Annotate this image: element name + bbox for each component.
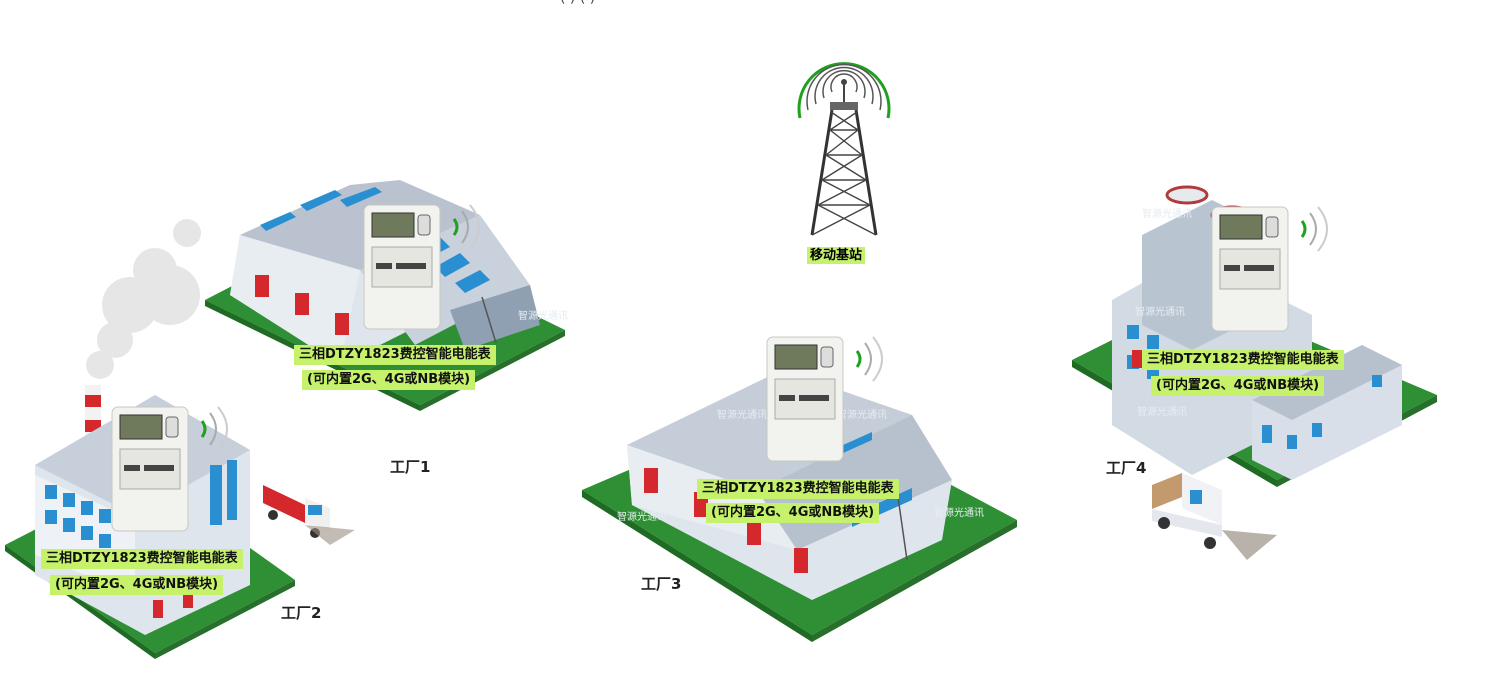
factory-name-4: 工厂4 (1106, 459, 1147, 477)
smart-meter-3 (765, 335, 895, 469)
watermark: 智源光通讯 (717, 410, 767, 421)
watermark: 智源光通讯 (617, 512, 667, 523)
cell-tower (790, 30, 900, 244)
factory-name-3: 工厂3 (641, 575, 682, 593)
factory-name-1: 工厂1 (390, 458, 431, 476)
smart-meter-2 (110, 405, 240, 539)
tower-icon (797, 62, 891, 236)
header-partial-text: ( ) ( ) (560, 0, 595, 6)
smart-meter-4 (1210, 205, 1340, 339)
watermark: 智源光通讯 (1142, 209, 1192, 220)
watermark: 智源光通讯 (837, 410, 887, 421)
watermark: 智源光通讯 (1135, 307, 1185, 318)
watermark: 智源光通讯 (1137, 407, 1187, 418)
smart-meter-icon (111, 406, 228, 532)
smart-meter-icon (766, 336, 883, 462)
watermark: 智源光通讯 (934, 508, 984, 519)
meter-label-line1: 三相DTZY1823费控智能电能表 (697, 479, 899, 499)
meter-label-line1: 三相DTZY1823费控智能电能表 (41, 549, 243, 569)
meter-label-line1: 三相DTZY1823费控智能电能表 (1142, 350, 1344, 370)
meter-label-line1: 三相DTZY1823费控智能电能表 (294, 345, 496, 365)
meter-label-line2: (可内置2G、4G或NB模块) (50, 575, 224, 595)
watermark: 智源光通讯 (518, 311, 568, 322)
meter-label-line2: (可内置2G、4G或NB模块) (706, 503, 880, 523)
smart-meter-icon (363, 204, 480, 330)
meter-label-line2: (可内置2G、4G或NB模块) (1151, 376, 1325, 396)
meter-label-line2: (可内置2G、4G或NB模块) (302, 370, 476, 390)
tower-label: 移动基站 (807, 247, 866, 264)
smart-meter-icon (1211, 206, 1328, 332)
smart-meter-1 (362, 203, 492, 337)
factory-name-2: 工厂2 (281, 604, 322, 622)
